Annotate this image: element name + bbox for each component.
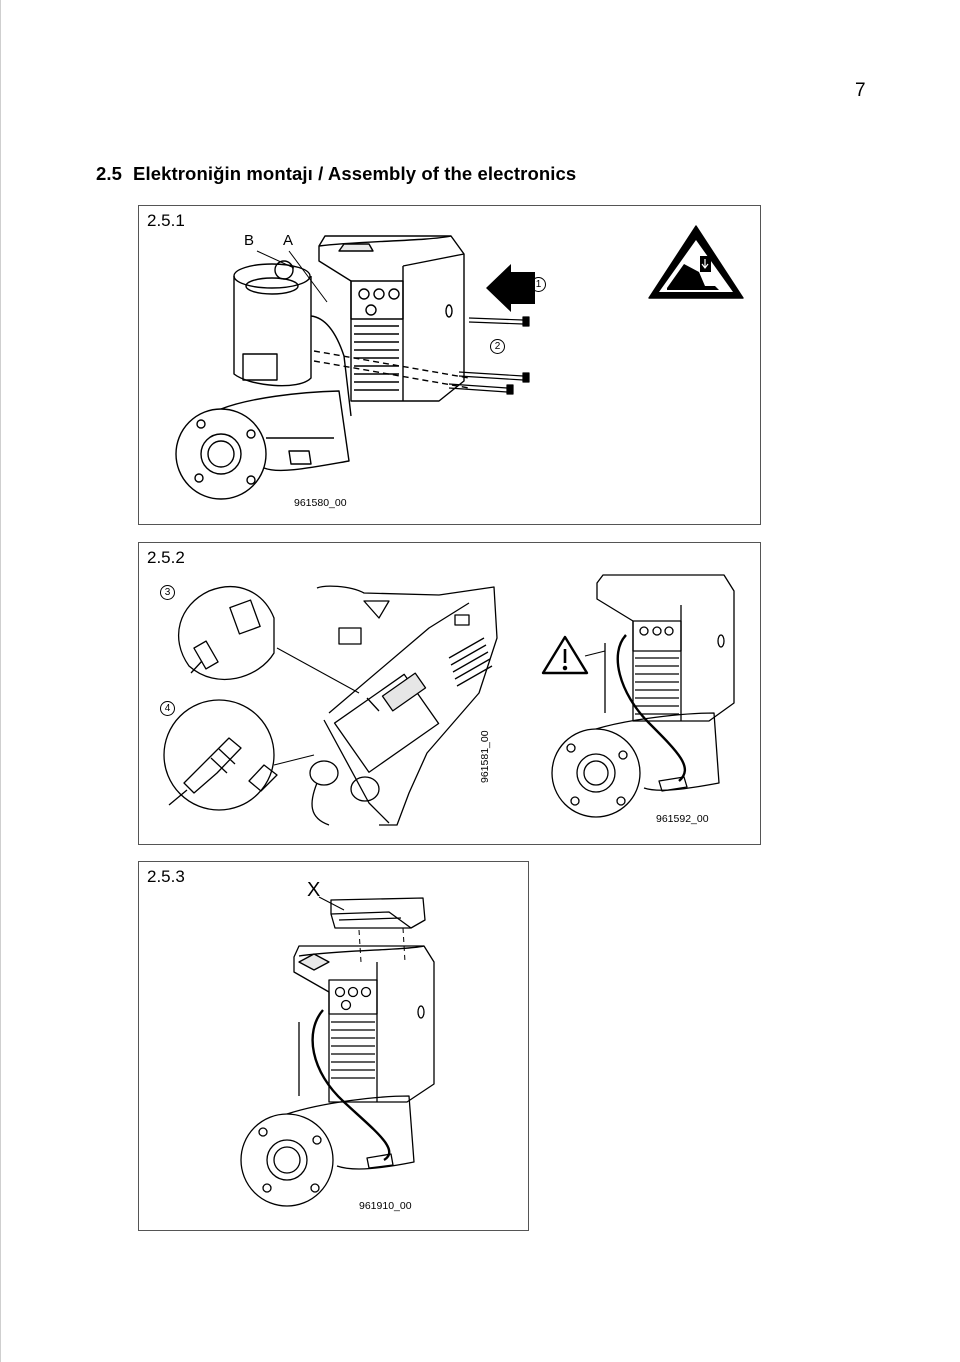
display-lid: [330, 897, 426, 929]
page-number: 7: [855, 80, 866, 101]
step-number: 3: [160, 585, 175, 600]
warning-triangle-icon: [541, 635, 589, 675]
callout-b: B: [244, 232, 255, 249]
figure-panel-2-5-1: 2.5.1 B A 1 2 961580_00: [138, 205, 761, 525]
callout-a: A: [283, 232, 294, 249]
figure-code: 961580_00: [294, 497, 347, 509]
electronics-module: [318, 235, 465, 402]
alignment-lines: [313, 350, 470, 389]
figure-code: 961581_00: [479, 730, 491, 783]
pump-assembly-drawing: [175, 225, 744, 500]
wiring-drawing: [163, 574, 735, 826]
detail-circle-cable-gland: [163, 699, 278, 811]
figure-panel-2-5-2: 2.5.2 3 4 961581_00 961592_00: [138, 542, 761, 845]
step-number: 4: [160, 701, 175, 716]
panel-label: 2.5.1: [147, 211, 185, 230]
page-edge: [0, 0, 1, 1362]
callout-x: X: [307, 879, 321, 901]
motor-body: [233, 260, 352, 465]
terminal-box-view: [309, 585, 498, 826]
pump-flange: [175, 390, 350, 500]
figure-panel-2-5-3: 2.5.3 X 961910_00: [138, 861, 529, 1231]
foot-crush-warning-icon: [648, 225, 744, 299]
mounting-screws: [448, 316, 530, 395]
display-module-drawing: [240, 896, 435, 1207]
figure-code: 961910_00: [359, 1200, 412, 1212]
step-number: 2: [490, 339, 505, 354]
section-number: 2.5: [96, 163, 123, 184]
detail-circle-connector: [177, 586, 275, 681]
push-arrow-icon: [486, 264, 535, 312]
section-heading: 2.5 Elektroniğin montajı / Assembly of th…: [96, 163, 576, 185]
panel-label: 2.5.2: [147, 548, 185, 567]
figure-code: 961592_00: [656, 813, 709, 825]
panel-label: 2.5.3: [147, 867, 185, 886]
section-title-text: Elektroniğin montajı / Assembly of the e…: [133, 163, 577, 184]
pump-with-cable: [551, 574, 735, 818]
step-number: 1: [531, 277, 546, 292]
pump-body: [240, 945, 435, 1207]
